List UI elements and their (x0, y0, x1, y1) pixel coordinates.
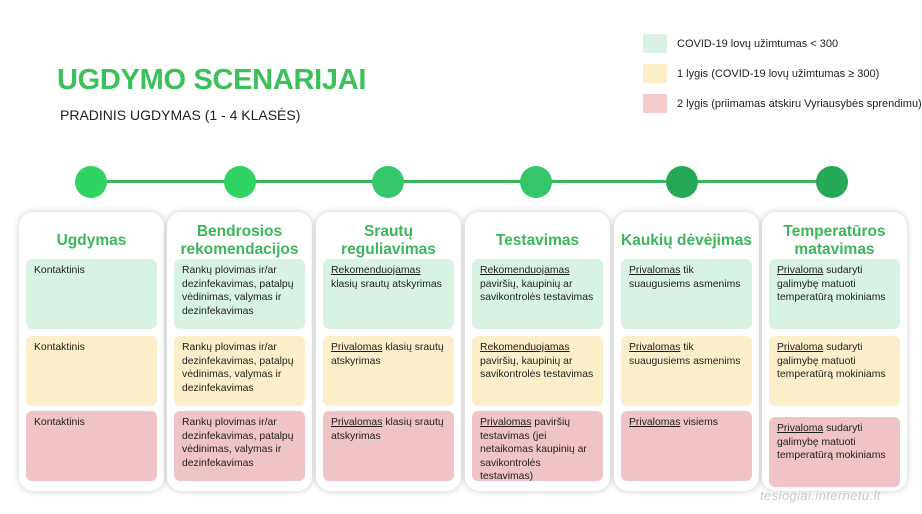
requirement-level: Rekomenduojamas (480, 342, 570, 353)
cell-text: paviršių testavimas (jei netaikomas kaup… (480, 417, 587, 481)
requirement-level: Privalomas (629, 265, 681, 276)
legend: COVID-19 lovų užimtumas < 300 1 lygis (C… (643, 34, 922, 124)
scenario-cell: Privaloma sudaryti galimybę matuoti temp… (769, 417, 900, 487)
cell-text: visiems (680, 417, 718, 428)
cell-text: klasių srautų atskyrimas (331, 342, 444, 367)
legend-swatch-green (643, 34, 667, 53)
scenario-cell: Rankų plovimas ir/ar dezinfekavimas, pat… (174, 411, 305, 481)
cell-text: Rankų plovimas ir/ar dezinfekavimas, pat… (182, 417, 294, 469)
cell-text: klasių srautų atskyrimas (331, 417, 444, 442)
requirement-level: Privalomas (331, 342, 383, 353)
column-header: Temperatūros matavimas (783, 223, 886, 258)
scenario-cell: Privalomas klasių srautų atskyrimas (323, 411, 454, 481)
requirement-level: Privalomas (480, 417, 532, 428)
scenario-cell: Kontaktinis (26, 411, 157, 481)
requirement-level: Privalomas (629, 342, 681, 353)
column-header: Kaukių dėvėjimas (621, 232, 752, 249)
timeline-dot (75, 166, 107, 198)
requirement-level: Rekomenduojamas (331, 265, 421, 276)
legend-label: 1 lygis (COVID-19 lovų užimtumas ≥ 300) (677, 67, 880, 80)
timeline-line (90, 180, 834, 183)
timeline-dot (816, 166, 848, 198)
scenario-cell: Privaloma sudaryti galimybę matuoti temp… (769, 336, 900, 406)
cell-text: Kontaktinis (34, 417, 85, 428)
legend-item-red: 2 lygis (priimamas atskiru Vyriausybės s… (643, 94, 922, 113)
cell-text: paviršių, kaupinių ar savikontrolės test… (480, 355, 594, 381)
watermark-text: tesiogiai.internetu.lt (760, 488, 881, 503)
scenario-cell: Privalomas visiems (621, 411, 752, 481)
cell-text: Rankų plovimas ir/ar dezinfekavimas, pat… (182, 342, 294, 394)
requirement-level: Privaloma (777, 265, 824, 276)
timeline-dot (520, 166, 552, 198)
cell-text: Kontaktinis (34, 342, 85, 353)
scenario-cell: Privalomas tik suaugusiems asmenims (621, 259, 752, 329)
cell-text: sudaryti galimybę matuoti temperatūrą mo… (777, 342, 886, 380)
legend-label: 2 lygis (priimamas atskiru Vyriausybės s… (677, 97, 922, 110)
page-subtitle: PRADINIS UGDYMAS (1 - 4 KLASĖS) (60, 107, 301, 123)
cell-text: paviršių, kaupinių ar savikontrolės test… (480, 278, 594, 304)
scenario-cell: Rankų plovimas ir/ar dezinfekavimas, pat… (174, 336, 305, 406)
timeline-dot (666, 166, 698, 198)
cell-text: Rankų plovimas ir/ar dezinfekavimas, pat… (182, 265, 294, 317)
cell-text: sudaryti galimybę matuoti temperatūrą mo… (777, 423, 886, 461)
requirement-level: Rekomenduojamas (480, 265, 570, 276)
scenario-cell: Kontaktinis (26, 259, 157, 329)
cell-text: tik suaugusiems asmenims (629, 265, 741, 290)
scenario-cell: Privalomas tik suaugusiems asmenims (621, 336, 752, 406)
requirement-level: Privalomas (331, 417, 383, 428)
scenario-cell: Privalomas klasių srautų atskyrimas (323, 336, 454, 406)
requirement-level: Privalomas (629, 417, 681, 428)
cell-text: Kontaktinis (34, 265, 85, 276)
column-header: Bendrosios rekomendacijos (180, 223, 299, 258)
legend-item-green: COVID-19 lovų užimtumas < 300 (643, 34, 922, 53)
scenario-cell: Rekomenduojamas paviršių, kaupinių ar sa… (472, 336, 603, 406)
requirement-level: Privaloma (777, 342, 824, 353)
scenario-cell: Privaloma sudaryti galimybę matuoti temp… (769, 259, 900, 329)
scenario-cell: Rankų plovimas ir/ar dezinfekavimas, pat… (174, 259, 305, 329)
timeline-dot (372, 166, 404, 198)
scenario-cell: Rekomenduojamas klasių srautų atskyrimas (323, 259, 454, 329)
legend-swatch-red (643, 94, 667, 113)
legend-label: COVID-19 lovų užimtumas < 300 (677, 37, 839, 50)
scenario-cell: Privalomas paviršių testavimas (jei neta… (472, 411, 603, 481)
requirement-level: Privaloma (777, 423, 824, 434)
cell-text: klasių srautų atskyrimas (331, 278, 442, 290)
scenario-cell: Rekomenduojamas paviršių, kaupinių ar sa… (472, 259, 603, 329)
page-title: UGDYMO SCENARIJAI (57, 64, 367, 96)
legend-swatch-yellow (643, 64, 667, 83)
cell-text: tik suaugusiems asmenims (629, 342, 741, 367)
scenario-cell: Kontaktinis (26, 336, 157, 406)
column-header: Ugdymas (56, 232, 127, 249)
timeline-dot (224, 166, 256, 198)
cell-text: sudaryti galimybę matuoti temperatūrą mo… (777, 265, 886, 303)
column-header: Testavimas (495, 232, 580, 249)
column-header: Srautų reguliavimas (341, 223, 436, 258)
legend-item-yellow: 1 lygis (COVID-19 lovų užimtumas ≥ 300) (643, 64, 922, 83)
